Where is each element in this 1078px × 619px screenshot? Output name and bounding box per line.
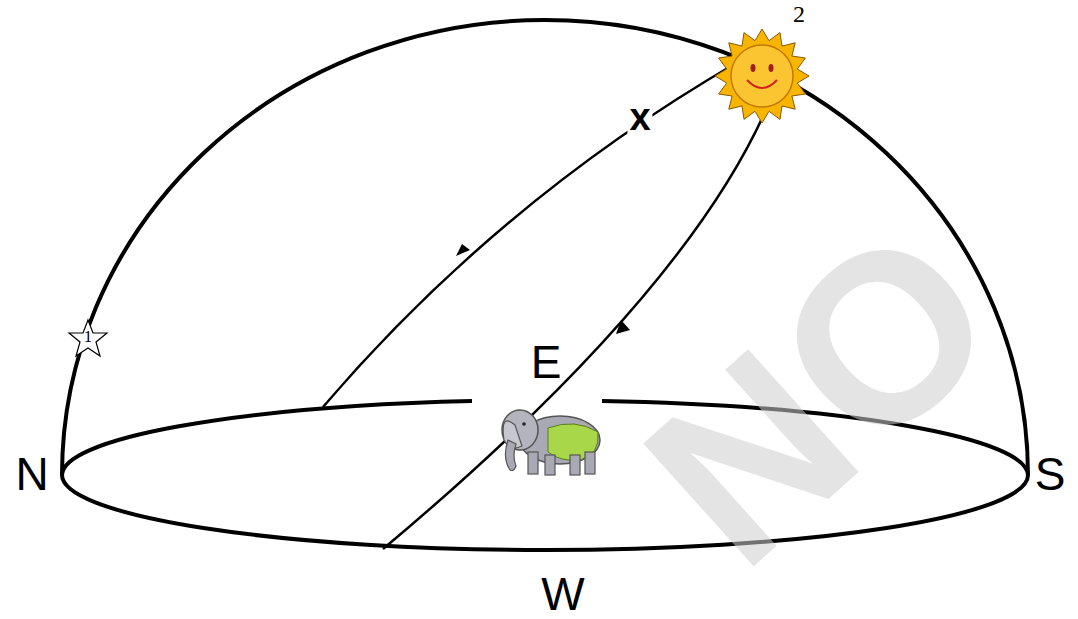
watermark: NO bbox=[606, 185, 1034, 604]
direction-north: N bbox=[15, 451, 48, 497]
direction-east: E bbox=[531, 339, 562, 385]
sun-marker: 2 bbox=[705, 16, 823, 128]
callout-number: 1 bbox=[67, 328, 109, 345]
direction-west: W bbox=[541, 571, 584, 617]
sun-shape bbox=[705, 16, 823, 128]
direction-south: S bbox=[1035, 451, 1066, 497]
sun-path-rising bbox=[323, 62, 738, 407]
path-arrowhead bbox=[616, 320, 630, 334]
horizon-back bbox=[62, 401, 472, 475]
point-label: x bbox=[627, 98, 652, 136]
callout-number: 2 bbox=[789, 2, 809, 26]
star-marker: 1 bbox=[67, 318, 109, 360]
path-arrowhead bbox=[456, 244, 470, 256]
elephant-figure bbox=[502, 410, 600, 475]
